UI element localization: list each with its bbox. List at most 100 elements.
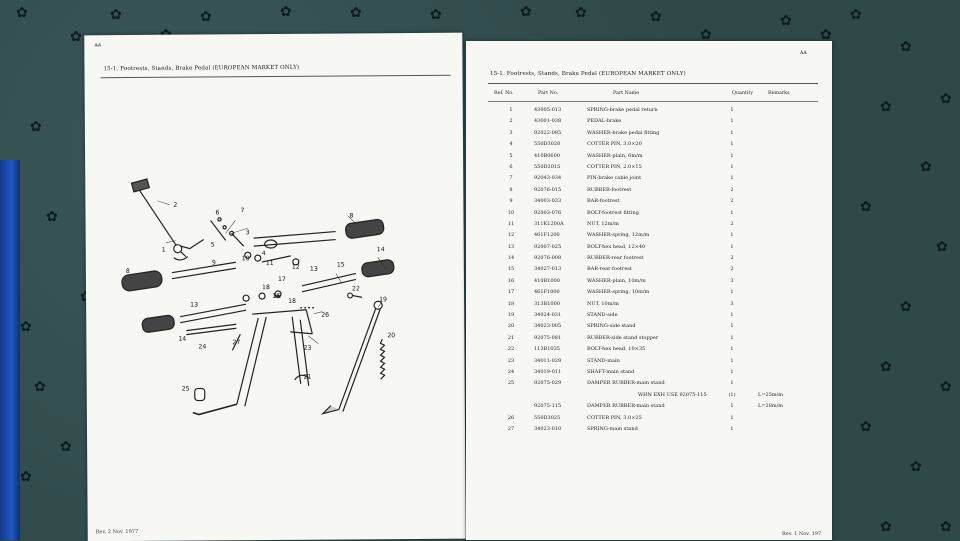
flower-pattern-mark: ✿ [940,520,952,534]
quantity-cell: 1 [722,164,742,170]
quantity-cell: 1 [722,141,742,147]
part-no-cell: 410B0600 [534,153,560,159]
part-name-cell: WASHER-brake pedal fitting [587,130,659,136]
title-rule [488,83,818,84]
callout-3: 3 [246,229,250,236]
part-no-cell: 550D3025 [534,415,560,421]
part-name-cell: NUT, 12m/m [587,221,619,227]
ref-no-cell: 4 [502,141,520,147]
right-page-parts-list: ᴀᴀ 15-1. Footrests, Stands, Brake Pedal … [466,41,832,540]
flower-pattern-mark: ✿ [280,5,292,19]
ref-no-cell: 14 [502,255,520,261]
quantity-cell: 1 [722,244,742,250]
flower-pattern-mark: ✿ [920,160,932,174]
ref-no-cell: 16 [502,278,520,284]
flower-pattern-mark: ✿ [20,320,32,334]
flower-pattern-mark: ✿ [430,8,442,22]
part-name-cell: NUT, 10m/m [587,301,619,307]
flower-pattern-mark: ✿ [700,28,712,42]
quantity-cell: 1 [722,369,742,375]
callout-8: 8 [349,212,353,219]
quantity-cell: (1) [722,392,742,398]
flower-pattern-mark: ✿ [110,8,122,22]
quantity-cell: 1 [722,232,742,238]
ref-no-cell: 10 [502,210,520,216]
flower-pattern-mark: ✿ [850,8,862,22]
part-no-cell: 34019-011 [534,369,561,375]
callout-21: 21 [304,374,312,381]
part-name-cell: WASHER-spring, 12m/m [587,232,649,238]
flower-pattern-mark: ✿ [820,28,832,42]
flower-pattern-mark: ✿ [936,240,948,254]
flower-pattern-mark: ✿ [70,30,82,44]
corner-mark: ᴀᴀ [800,49,807,56]
part-no-cell: 92075-029 [534,380,561,386]
quantity-cell: 1 [722,289,742,295]
part-name-cell: RUBBER-side stand stopper [587,335,658,341]
part-name-cell: SPRING-brake pedal return [587,107,658,113]
callout-27: 27 [232,339,240,346]
flower-pattern-mark: ✿ [520,5,532,19]
flower-pattern-mark: ✿ [880,100,892,114]
callout-20: 20 [387,332,395,339]
col-part-no: Part No. [538,91,558,96]
quantity-cell: 2 [722,266,742,272]
page-footer: Rev. 1 Nov. 197 [782,531,821,537]
ref-no-cell: 23 [502,358,520,364]
part-name-cell: STAND-side [587,312,618,318]
page-title: 15-1. Footrests, Stands, Brake Pedal (EU… [490,71,686,77]
ref-no-cell: 20 [502,323,520,329]
ref-no-cell: 26 [502,415,520,421]
ref-no-cell: 18 [502,301,520,307]
quantity-cell: 1 [722,175,742,181]
flower-pattern-mark: ✿ [880,520,892,534]
quantity-cell: 1 [722,312,742,318]
table-row: 12 461F1200 WASHER-spring, 12m/m 1 [488,230,818,241]
quantity-cell: 1 [722,403,742,409]
callout-5: 5 [211,241,215,248]
part-no-cell: 92076-015 [534,187,561,193]
part-name-cell: SPRING-side stand [587,323,636,329]
part-no-cell: 92022-085 [534,130,561,136]
left-page-diagram: ᴀᴀ 15-1. Footrests, Stands, Brake Pedal … [84,33,466,541]
ref-no-cell: 17 [502,289,520,295]
part-name-cell: BOLT-hex head, 12×40 [587,244,645,250]
part-no-cell: 92075-081 [534,335,561,341]
col-ref: Ref. No. [494,91,514,96]
quantity-cell: 1 [722,415,742,421]
ref-no-cell: 12 [502,232,520,238]
callout-26: 26 [321,312,329,319]
quantity-cell: 1 [722,130,742,136]
callout-2: 2 [173,202,177,209]
part-name-cell: RUBBER-rear footrest [587,255,644,261]
remarks-cell: L=28m/m [758,403,783,409]
ref-no-cell: 25 [502,380,520,386]
callout-14: 14 [377,246,385,253]
part-name-cell: DAMPER RUBBER-main stand [587,380,665,386]
part-name-cell: DAMPER RUBBER-main stand [587,403,665,409]
quantity-cell: 2 [722,198,742,204]
part-name-cell: WHN EXH USE 92075-115 [638,392,707,398]
flower-pattern-mark: ✿ [200,10,212,24]
ref-no-cell: 27 [502,426,520,432]
quantity-cell: 2 [722,187,742,193]
quantity-cell: 1 [722,358,742,364]
part-name-cell: COTTER PIN, 2.0×15 [587,164,642,170]
flower-pattern-mark: ✿ [940,92,952,106]
callout-9: 9 [212,259,216,266]
flower-pattern-mark: ✿ [900,40,912,54]
flower-pattern-mark: ✿ [900,300,912,314]
part-no-cell: 461F1200 [534,232,560,238]
